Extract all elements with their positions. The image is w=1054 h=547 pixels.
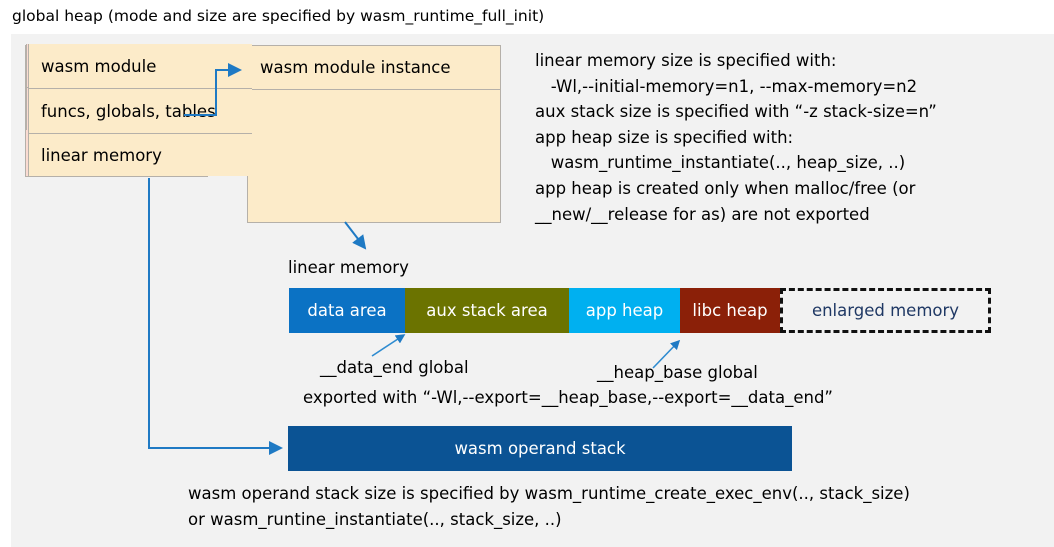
note-line: aux stack size is specified with “-z sta… xyxy=(535,102,937,122)
memory-segment-enlarged-memory: enlarged memory xyxy=(780,288,991,333)
wasm-module-instance-header: wasm module instance xyxy=(248,46,500,90)
note-line: -Wl,--initial-memory=n1, --max-memory=n2 xyxy=(535,76,918,96)
annotation-heap-base: __heap_base global xyxy=(597,363,758,382)
memory-segment-data-area: data area xyxy=(289,288,405,333)
wasm-module-instance-field-wasm-module: wasm module xyxy=(28,44,252,89)
note-line: linear memory size is specified with: xyxy=(535,51,837,70)
memory-segment-app-heap: app heap xyxy=(569,288,680,333)
note-line: wasm_runtime_instantiate(.., heap_size, … xyxy=(535,153,906,173)
memory-segment-aux-stack-area: aux stack area xyxy=(405,288,569,333)
page-title: global heap (mode and size are specified… xyxy=(12,7,545,25)
note-line: __new/__release for as) are not exported xyxy=(535,204,870,224)
annotation-data-end: __data_end global xyxy=(320,358,469,377)
bottom-note-line: wasm operand stack size is specified by … xyxy=(188,484,910,503)
bottom-note-line: or wasm_runtine_instantiate(.., stack_si… xyxy=(188,509,562,529)
linear-memory-caption: linear memory xyxy=(288,258,409,277)
wasm-operand-stack-box: wasm operand stack xyxy=(288,426,792,471)
wasm-module-instance-field-linear-memory: linear memory xyxy=(28,134,252,176)
memory-segment-libc-heap: libc heap xyxy=(680,288,780,333)
wasm-module-instance-box: wasm module instance xyxy=(247,45,501,223)
note-line: app heap size is specified with: xyxy=(535,127,794,147)
note-line: app heap is created only when malloc/fre… xyxy=(535,178,916,198)
annotation-exported-with: exported with “-Wl,--export=__heap_base,… xyxy=(303,388,833,407)
operand-stack-notes: wasm operand stack size is specified by … xyxy=(188,481,910,532)
linear-memory-notes: linear memory size is specified with: -W… xyxy=(535,48,1045,227)
wasm-module-instance-field-funcs-globals-tables: funcs, globals, tables xyxy=(28,89,252,134)
